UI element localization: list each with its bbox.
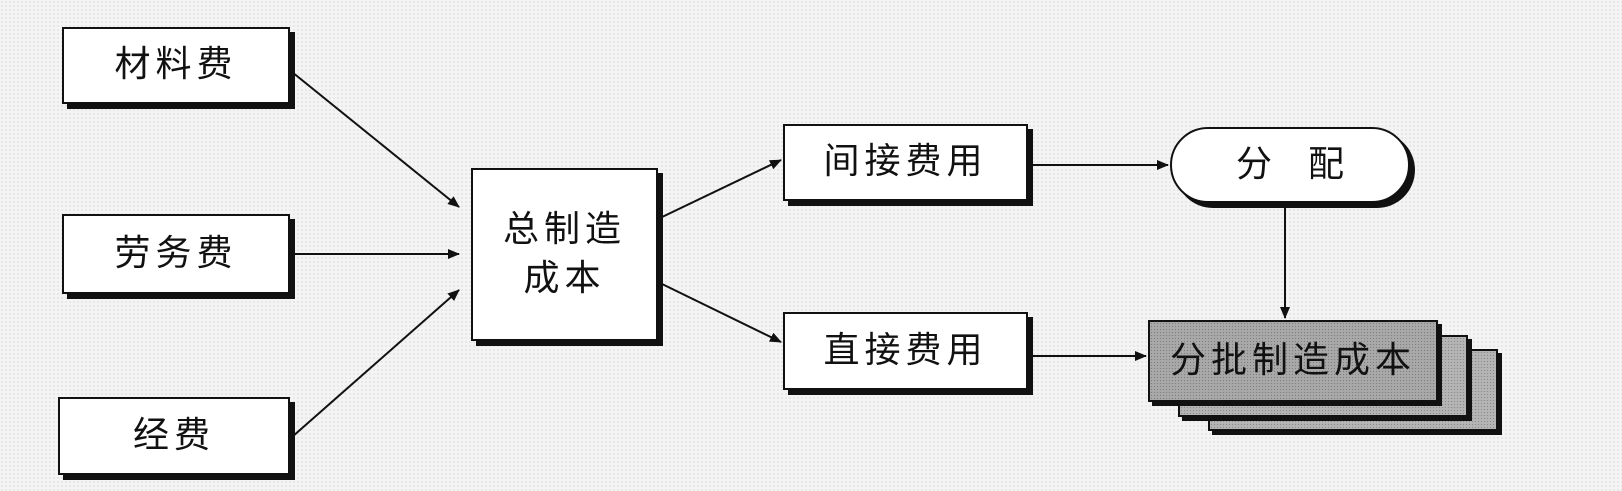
node-expense: 经费	[58, 397, 290, 475]
node-batch-cost-label: 分批制造成本	[1169, 339, 1416, 381]
node-material-cost: 材料费	[62, 27, 290, 104]
node-total-cost-label-line2: 成本	[523, 257, 606, 299]
node-indirect-cost: 间接费用	[783, 124, 1028, 201]
arrow-total-to-indirect	[659, 159, 782, 219]
node-total-manufacturing-cost: 总制造 成本	[471, 168, 658, 341]
node-direct-cost-label: 直接费用	[823, 329, 988, 371]
node-direct-cost: 直接费用	[783, 312, 1028, 390]
node-allocation-label: 分配	[1235, 143, 1380, 185]
node-material-cost-label: 材料费	[114, 44, 238, 86]
arrow-material-to-total	[291, 71, 460, 208]
node-labor-cost-label: 劳务费	[114, 232, 238, 274]
node-expense-label: 经费	[132, 414, 215, 456]
node-batch-manufacturing-cost: 分批制造成本	[1148, 320, 1438, 402]
arrow-total-to-direct	[659, 282, 782, 343]
node-labor-cost: 劳务费	[62, 214, 290, 294]
node-allocation: 分配	[1170, 127, 1410, 203]
arrow-expense-to-total	[291, 289, 460, 438]
node-total-cost-label-line1: 总制造	[502, 208, 626, 250]
node-indirect-cost-label: 间接费用	[823, 141, 988, 183]
